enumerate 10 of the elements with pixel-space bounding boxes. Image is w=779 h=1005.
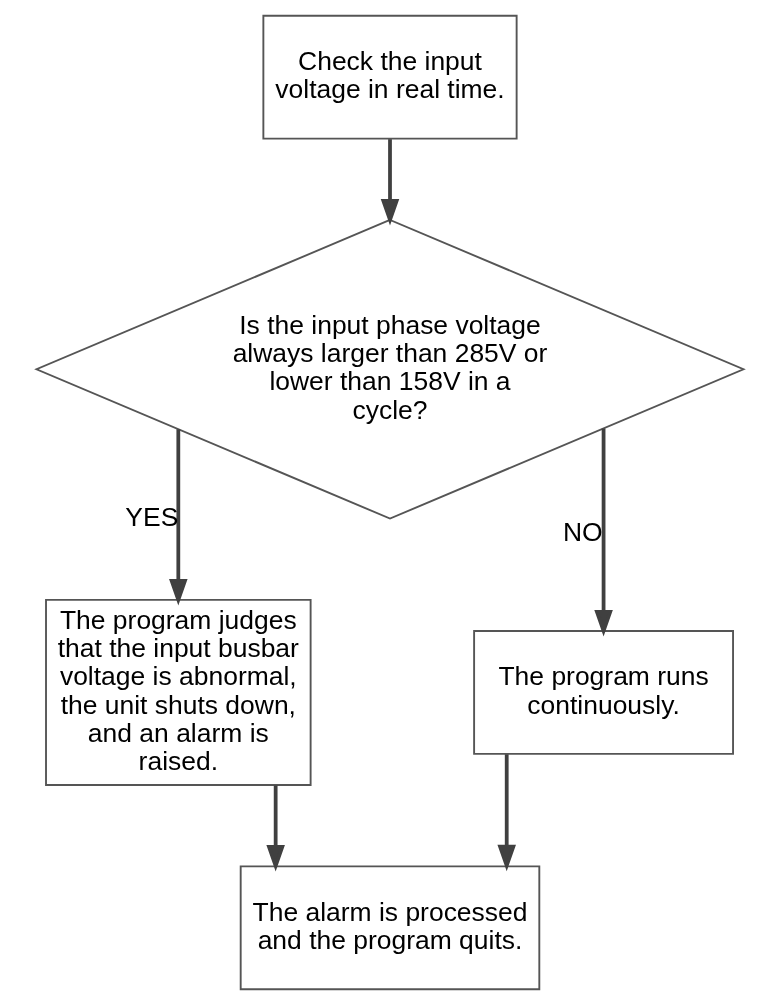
- node-box: The program runs continuously.: [472, 630, 734, 755]
- arrow: [168, 429, 188, 606]
- arrow: [496, 754, 516, 872]
- edge-label: NO: [562, 517, 603, 548]
- arrow: [265, 785, 285, 872]
- arrow: [380, 139, 399, 226]
- node-box: The program judges that the input busbar voltage is abnormal, the unit shuts down, and an alarm is raised.: [44, 598, 312, 786]
- node-box: Check the input voltage in real time.: [261, 14, 518, 140]
- node-box: The alarm is processed and the program quits.: [239, 865, 540, 991]
- arrow: [593, 428, 613, 637]
